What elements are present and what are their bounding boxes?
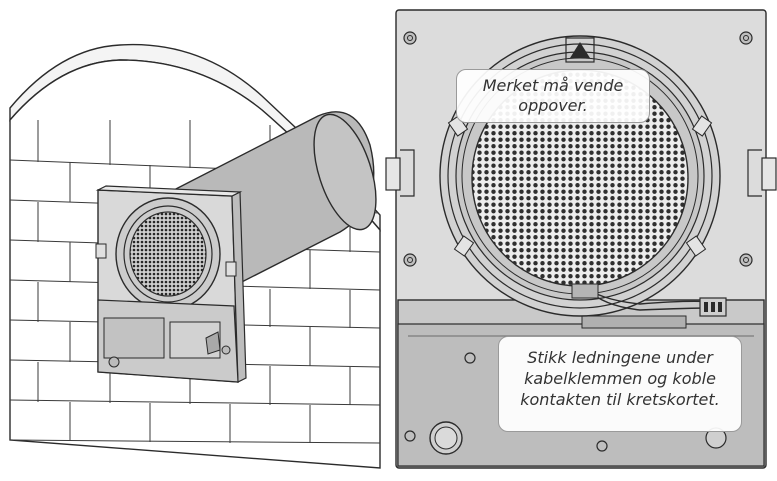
triangle-up-icon (570, 42, 590, 58)
callout-arrow-orientation: Merket må vende oppover. (456, 69, 650, 123)
callout-cable-connection: Stikk ledningene under kabelklemmen og k… (498, 336, 742, 432)
screw-icon (403, 31, 753, 452)
wall-illustration (9, 43, 381, 469)
connector (699, 297, 727, 317)
fan-unit-small (95, 185, 247, 383)
